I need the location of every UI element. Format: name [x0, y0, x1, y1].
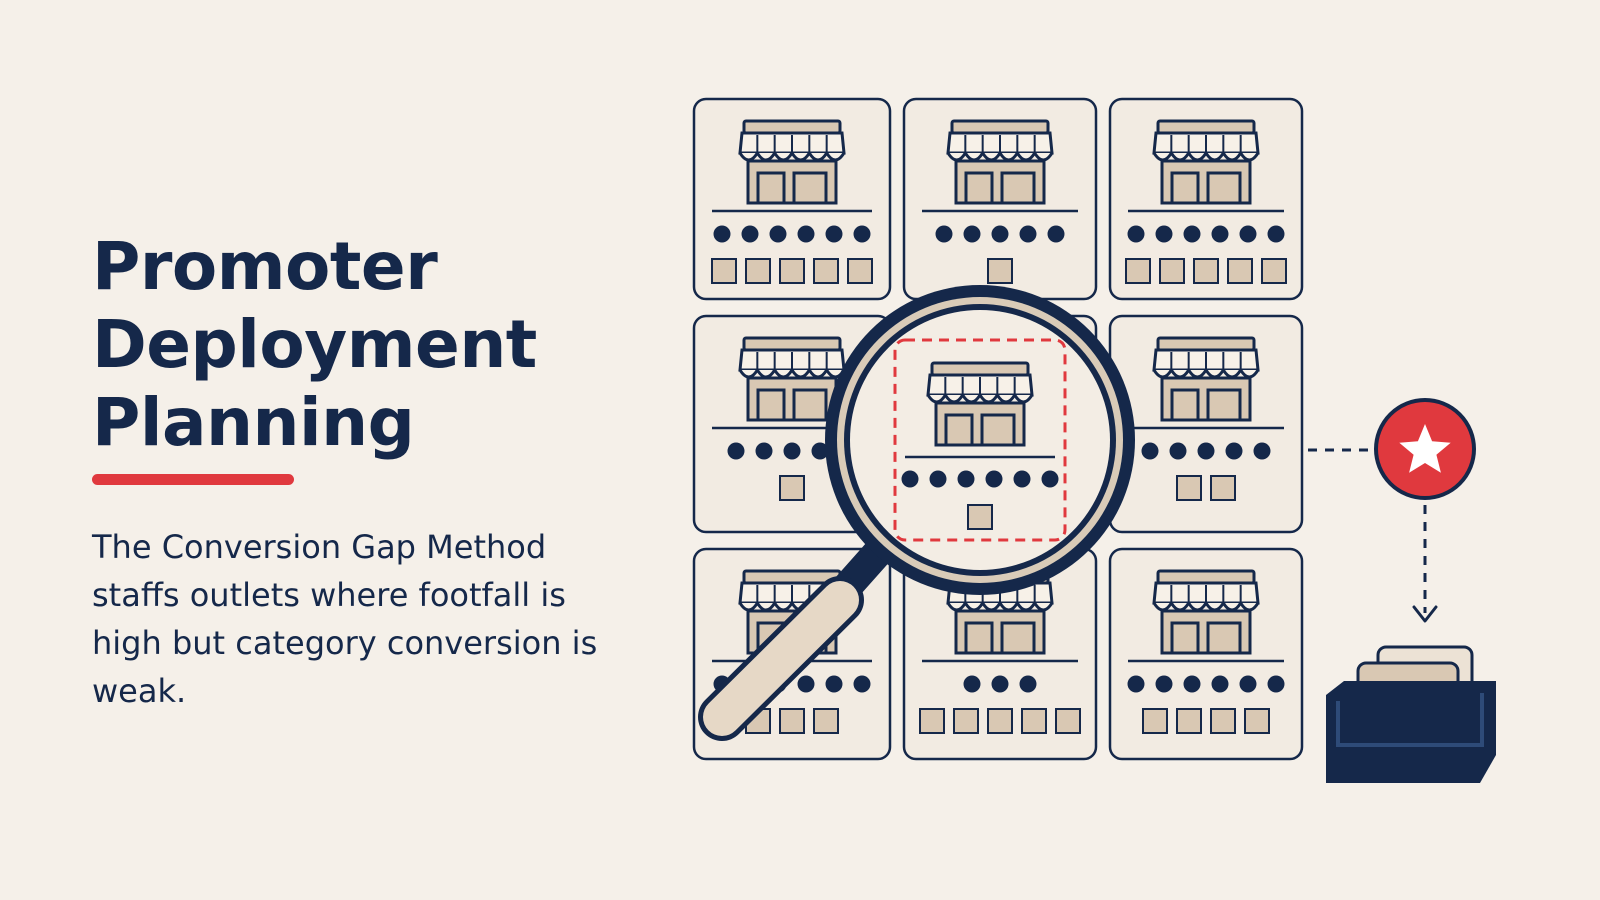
footfall-dot — [1013, 470, 1031, 488]
footfall-dot — [929, 470, 947, 488]
footfall-dot — [901, 470, 919, 488]
conversion-square — [779, 708, 805, 734]
conversion-square — [987, 258, 1013, 284]
footfall-dot — [769, 225, 787, 243]
conversion-square — [779, 475, 805, 501]
title-line-1: Promoter — [92, 228, 438, 305]
footfall-dot — [1183, 225, 1201, 243]
store-card — [902, 97, 1098, 301]
conversion-square — [1244, 708, 1270, 734]
footfall-dot — [853, 225, 871, 243]
footfall-dot — [1169, 442, 1187, 460]
store-card — [1108, 314, 1304, 534]
conversion-square — [745, 258, 771, 284]
magnified-store — [893, 338, 1067, 542]
highlight-frame — [893, 338, 1067, 542]
storefront-icon — [1152, 336, 1260, 422]
footfall-dot — [727, 442, 745, 460]
conversion-square — [1227, 258, 1253, 284]
footfall-dot — [825, 225, 843, 243]
inbox-tray-icon — [1326, 645, 1496, 783]
footfall-dot — [1127, 225, 1145, 243]
footfall-dot — [1239, 225, 1257, 243]
footfall-dot — [957, 470, 975, 488]
storefront-icon — [738, 119, 846, 205]
conversion-square — [813, 708, 839, 734]
arrow-down-icon — [1412, 605, 1438, 623]
footfall-dot — [1183, 675, 1201, 693]
store-card — [1108, 97, 1304, 301]
footfall-dot — [797, 225, 815, 243]
footfall-dot — [1211, 225, 1229, 243]
magnifying-glass-icon — [698, 285, 1135, 741]
storefront-icon — [946, 119, 1054, 205]
footfall-dot — [1041, 470, 1059, 488]
footfall-dot — [1239, 675, 1257, 693]
page-title: Promoter Deployment Planning — [92, 228, 652, 462]
footfall-dot — [1141, 442, 1159, 460]
footfall-dot — [1197, 442, 1215, 460]
star-badge-icon — [1374, 398, 1476, 500]
footfall-dot — [741, 225, 759, 243]
conversion-square — [1142, 708, 1168, 734]
storefront-icon — [1152, 569, 1260, 655]
conversion-square — [953, 708, 979, 734]
footfall-dot — [963, 675, 981, 693]
conversion-square — [1055, 708, 1081, 734]
footfall-dot — [935, 225, 953, 243]
conversion-square — [1193, 258, 1219, 284]
conversion-square — [919, 708, 945, 734]
conversion-square — [1210, 475, 1236, 501]
conversion-square — [967, 504, 993, 530]
footfall-dot — [1225, 442, 1243, 460]
footfall-dot — [797, 675, 815, 693]
conversion-square — [1176, 708, 1202, 734]
footfall-dot — [811, 442, 829, 460]
storefront-icon — [738, 336, 846, 422]
conversion-square — [987, 708, 1013, 734]
conversion-square — [1159, 258, 1185, 284]
footfall-dot — [783, 442, 801, 460]
conversion-square — [813, 258, 839, 284]
footfall-dot — [963, 225, 981, 243]
description-text: The Conversion Gap Method staffs outlets… — [92, 528, 598, 710]
conversion-square — [847, 258, 873, 284]
footfall-dot — [825, 675, 843, 693]
conversion-square — [1021, 708, 1047, 734]
title-underline — [92, 474, 294, 485]
store-grid-illustration — [690, 95, 1550, 815]
footfall-dot — [1253, 442, 1271, 460]
conversion-square — [779, 258, 805, 284]
footfall-dot — [1047, 225, 1065, 243]
store-card — [1108, 547, 1304, 761]
footfall-dot — [1155, 225, 1173, 243]
conversion-square — [1210, 708, 1236, 734]
title-line-3: Planning — [92, 384, 415, 461]
title-line-2: Deployment — [92, 306, 537, 383]
illustration-svg — [692, 97, 1496, 783]
footfall-dot — [1155, 675, 1173, 693]
footfall-dot — [1211, 675, 1229, 693]
footfall-dot — [1267, 225, 1285, 243]
footfall-dot — [853, 675, 871, 693]
footfall-dot — [1019, 675, 1037, 693]
footfall-dot — [1127, 675, 1145, 693]
title-block: Promoter Deployment Planning The Convers… — [92, 228, 652, 715]
conversion-square — [1176, 475, 1202, 501]
footfall-dot — [985, 470, 1003, 488]
footfall-dot — [755, 442, 773, 460]
storefront-icon — [1152, 119, 1260, 205]
store-card — [692, 97, 892, 301]
conversion-square — [711, 258, 737, 284]
footfall-dot — [1019, 225, 1037, 243]
footfall-dot — [1267, 675, 1285, 693]
storefront-icon — [926, 361, 1034, 447]
footfall-dot — [991, 225, 1009, 243]
conversion-square — [1261, 258, 1287, 284]
footfall-dot — [991, 675, 1009, 693]
conversion-square — [1125, 258, 1151, 284]
footfall-dot — [713, 225, 731, 243]
